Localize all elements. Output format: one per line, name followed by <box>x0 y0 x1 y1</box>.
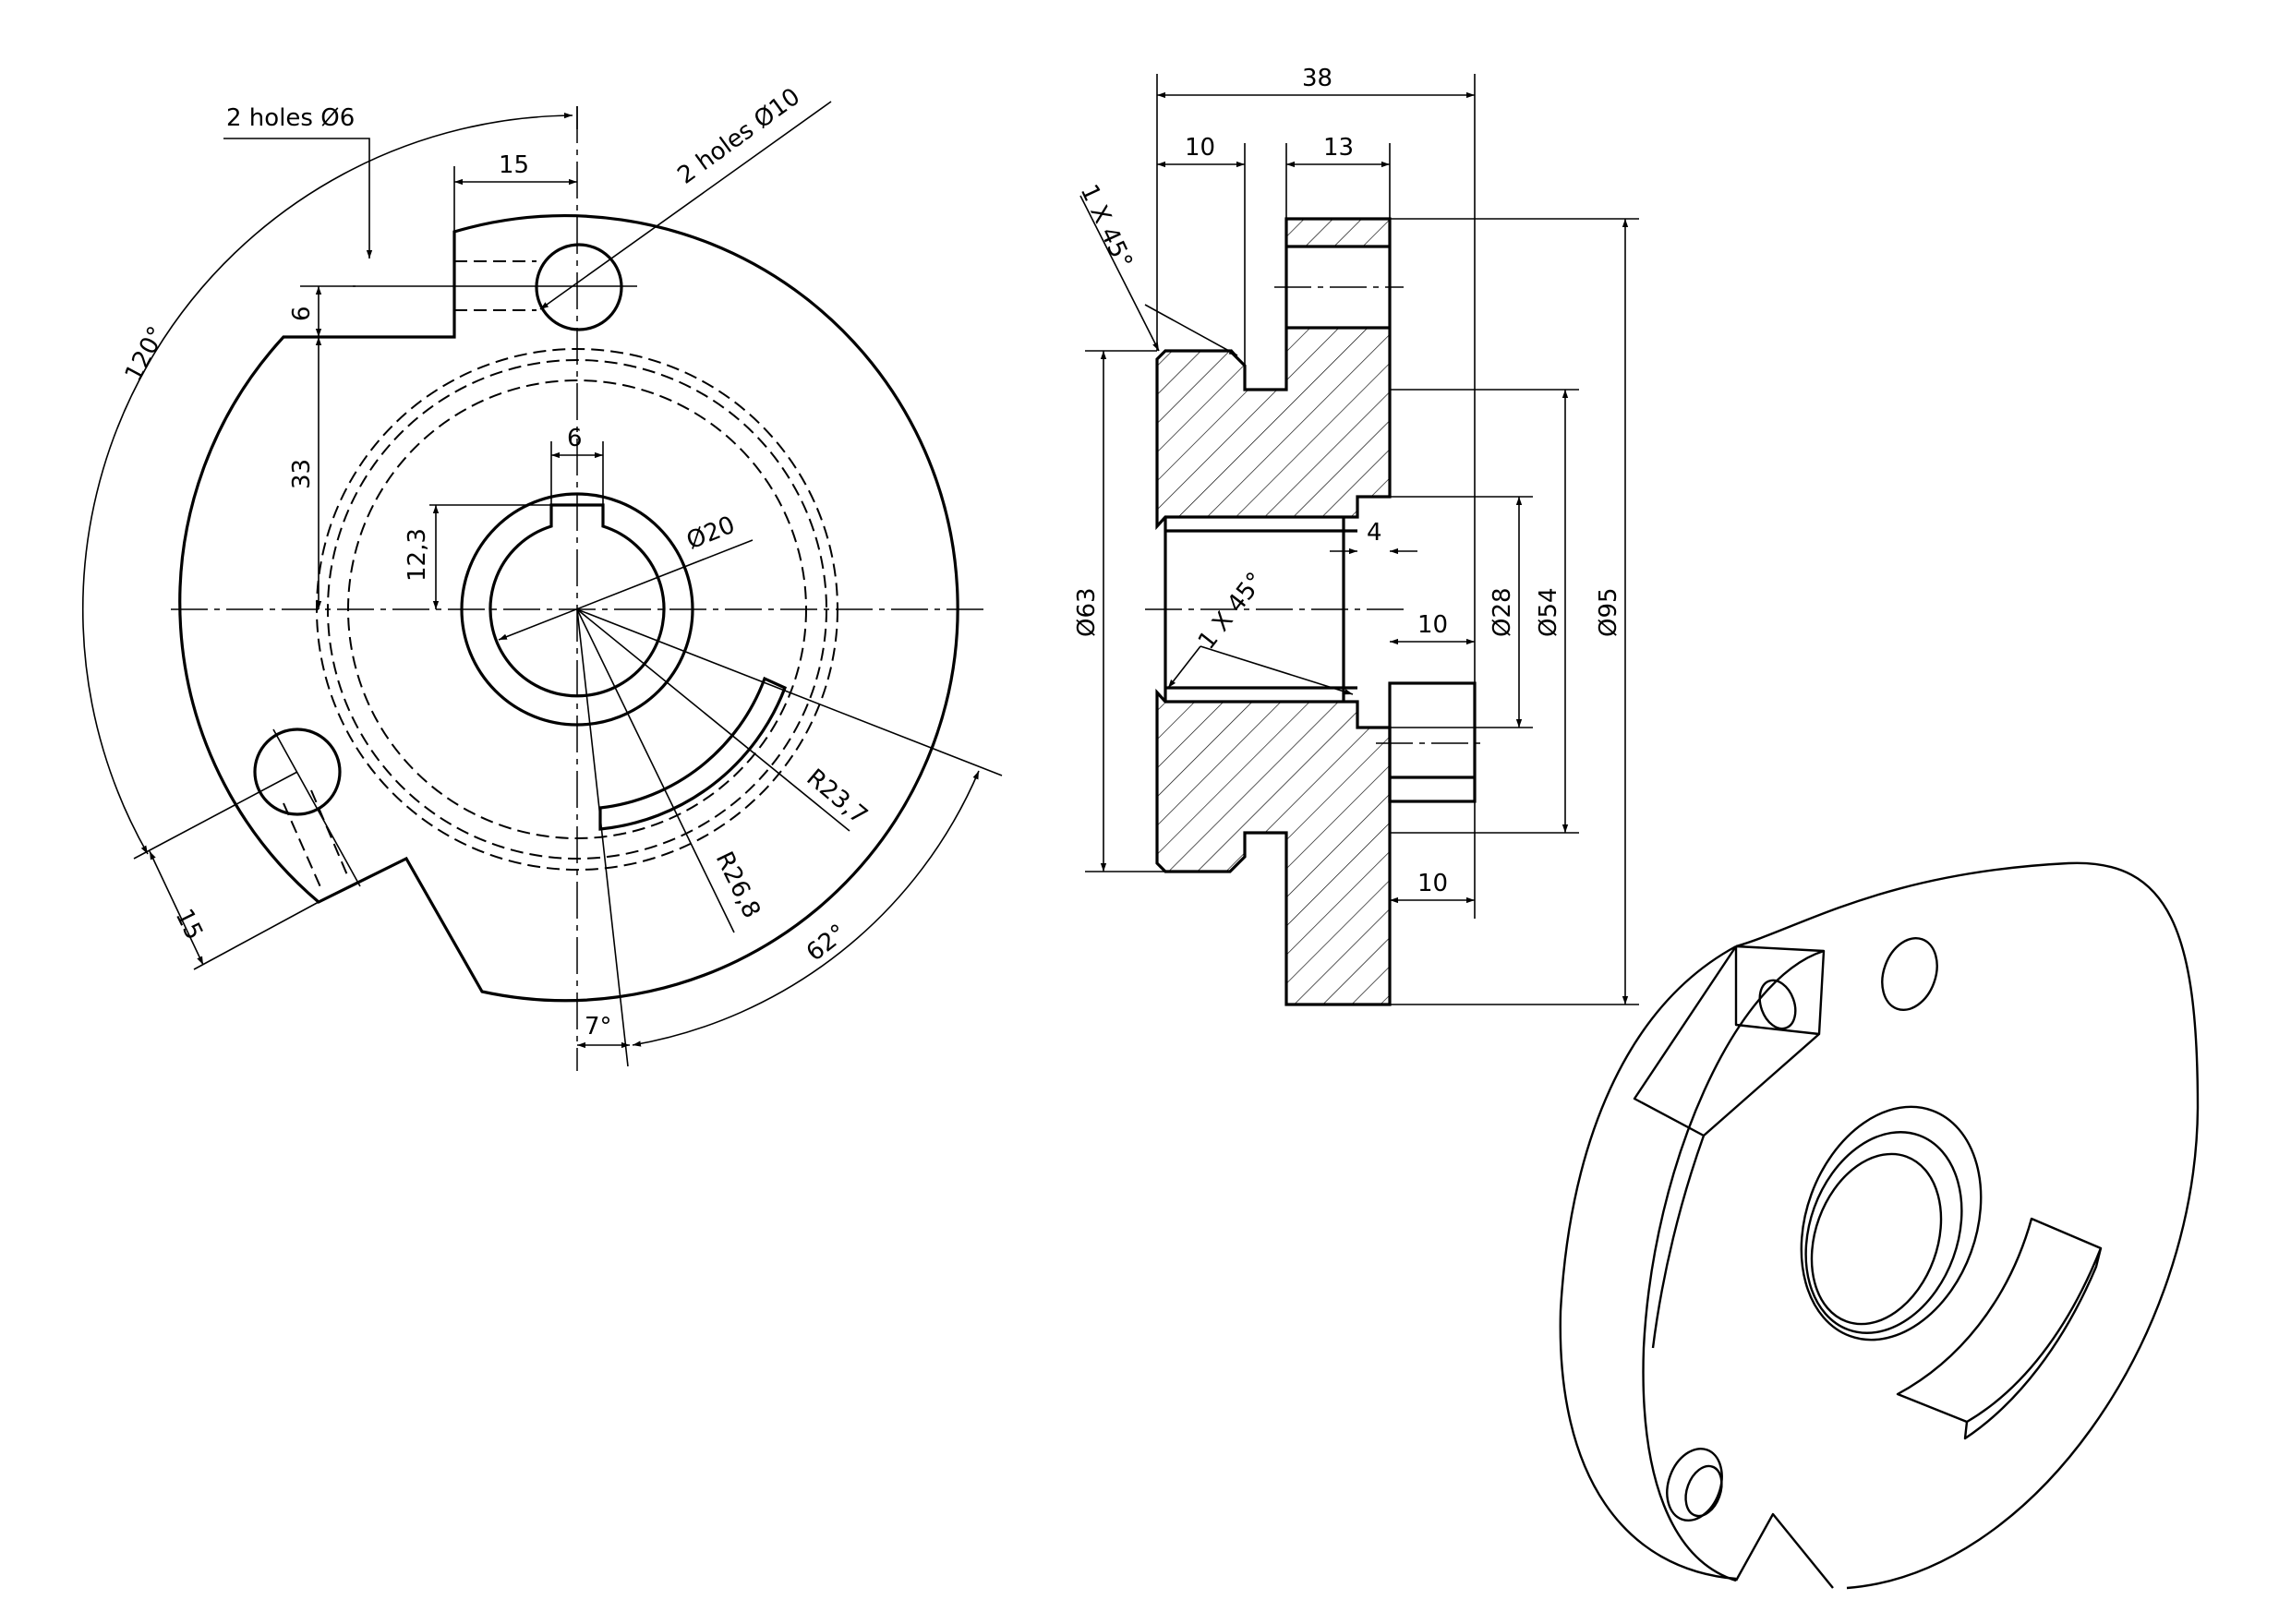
iso-bore <box>1810 1152 1943 1326</box>
label-dia-95: Ø95 <box>1595 587 1622 637</box>
dim-120-arc <box>82 112 573 855</box>
iso-hub-outer <box>1800 1105 1983 1341</box>
leader-chamfer-bore-1 <box>1167 645 1201 689</box>
label-dia-54: Ø54 <box>1535 587 1562 637</box>
section-hatch-top <box>1157 328 1390 526</box>
leader-chamfer-bore-2 <box>1200 645 1354 695</box>
iso-notch-hole <box>1758 979 1797 1030</box>
iso-front-face <box>1559 944 1737 1581</box>
label-angle-7: 7° <box>585 1013 612 1041</box>
iso-hole-bottom-left <box>1666 1448 1723 1522</box>
section-hatch-hole-top <box>1286 219 1390 247</box>
front-view: 2 holes Ø6 2 holes Ø10 15 6 120° 33 6 12… <box>82 83 1003 1071</box>
leader-62deg <box>576 608 1003 776</box>
leader-holes-d10 <box>539 101 832 310</box>
section-hole-bottom <box>1388 681 1477 803</box>
iso-arc-slot-depth <box>1963 1247 2103 1440</box>
isometric-view <box>1559 861 2200 1590</box>
label-chamfer-bore: 1 X 45° <box>1193 567 1270 655</box>
label-dia-63: Ø63 <box>1073 587 1101 637</box>
dim-bore-leader <box>498 539 754 641</box>
label-dim-6: 6 <box>288 306 316 321</box>
label-holes-d6: 2 holes Ø6 <box>226 104 355 132</box>
label-dim-10-bottom: 10 <box>1417 870 1448 897</box>
dim-15-lower-line <box>149 850 204 966</box>
hole-d6-bottom-hidden-2 <box>310 789 349 878</box>
label-dim-38: 38 <box>1302 65 1332 92</box>
leader-r26-8 <box>576 608 735 933</box>
dim-62-arc <box>632 770 980 1047</box>
iso-notch-step <box>1651 1135 1706 1349</box>
iso-notch-face <box>1734 946 1820 1036</box>
label-holes-d10: 2 holes Ø10 <box>672 83 805 190</box>
leader-r23-7 <box>576 608 850 832</box>
front-outer-profile <box>178 214 959 1003</box>
section-view: 38 10 13 1 X 45° 1 X 45° 4 10 10 Ø63 Ø28… <box>1073 65 1639 1006</box>
iso-back-rim <box>1735 861 2200 1590</box>
iso-notch-block <box>1633 944 1826 1137</box>
ext-15-lower-1 <box>133 771 298 860</box>
section-outline-bottom <box>1155 688 1392 1006</box>
iso-hole-bottom-left-inner <box>1684 1464 1723 1518</box>
section-outline-top <box>1155 217 1392 531</box>
label-dim-10-mid: 10 <box>1417 611 1448 639</box>
label-dim-33: 33 <box>288 459 316 489</box>
label-dia-28: Ø28 <box>1489 587 1516 637</box>
label-chamfer-top: 1 X 45° <box>1075 180 1138 273</box>
leader-holes-d6 <box>223 138 373 259</box>
iso-hole-top-right <box>1881 937 1938 1011</box>
arc-slot <box>598 676 788 831</box>
hole-d10-top <box>535 243 623 331</box>
label-angle-120: 120° <box>120 322 172 386</box>
label-key-width: 6 <box>567 425 583 452</box>
label-dim-10-top: 10 <box>1185 134 1215 162</box>
leader-7deg <box>576 608 629 1067</box>
iso-hub-inner <box>1804 1131 1963 1334</box>
ext-15-lower-2 <box>193 901 320 970</box>
label-dim-4: 4 <box>1367 519 1382 547</box>
label-key-depth: 12,3 <box>404 528 431 582</box>
label-dim-15-lower: 15 <box>170 905 208 944</box>
section-hatch-bottom <box>1157 702 1390 1004</box>
iso-face-edge <box>1642 949 1825 1582</box>
label-dim-15-top: 15 <box>499 151 529 179</box>
label-angle-62: 62° <box>802 919 852 967</box>
iso-bottom-notch <box>1734 1512 1834 1589</box>
leader-chamfer-top-1 <box>1079 195 1160 352</box>
leader-chamfer-top-2 <box>1144 304 1238 356</box>
label-r26-8: R26,8 <box>710 848 766 922</box>
label-dim-13: 13 <box>1323 134 1354 162</box>
